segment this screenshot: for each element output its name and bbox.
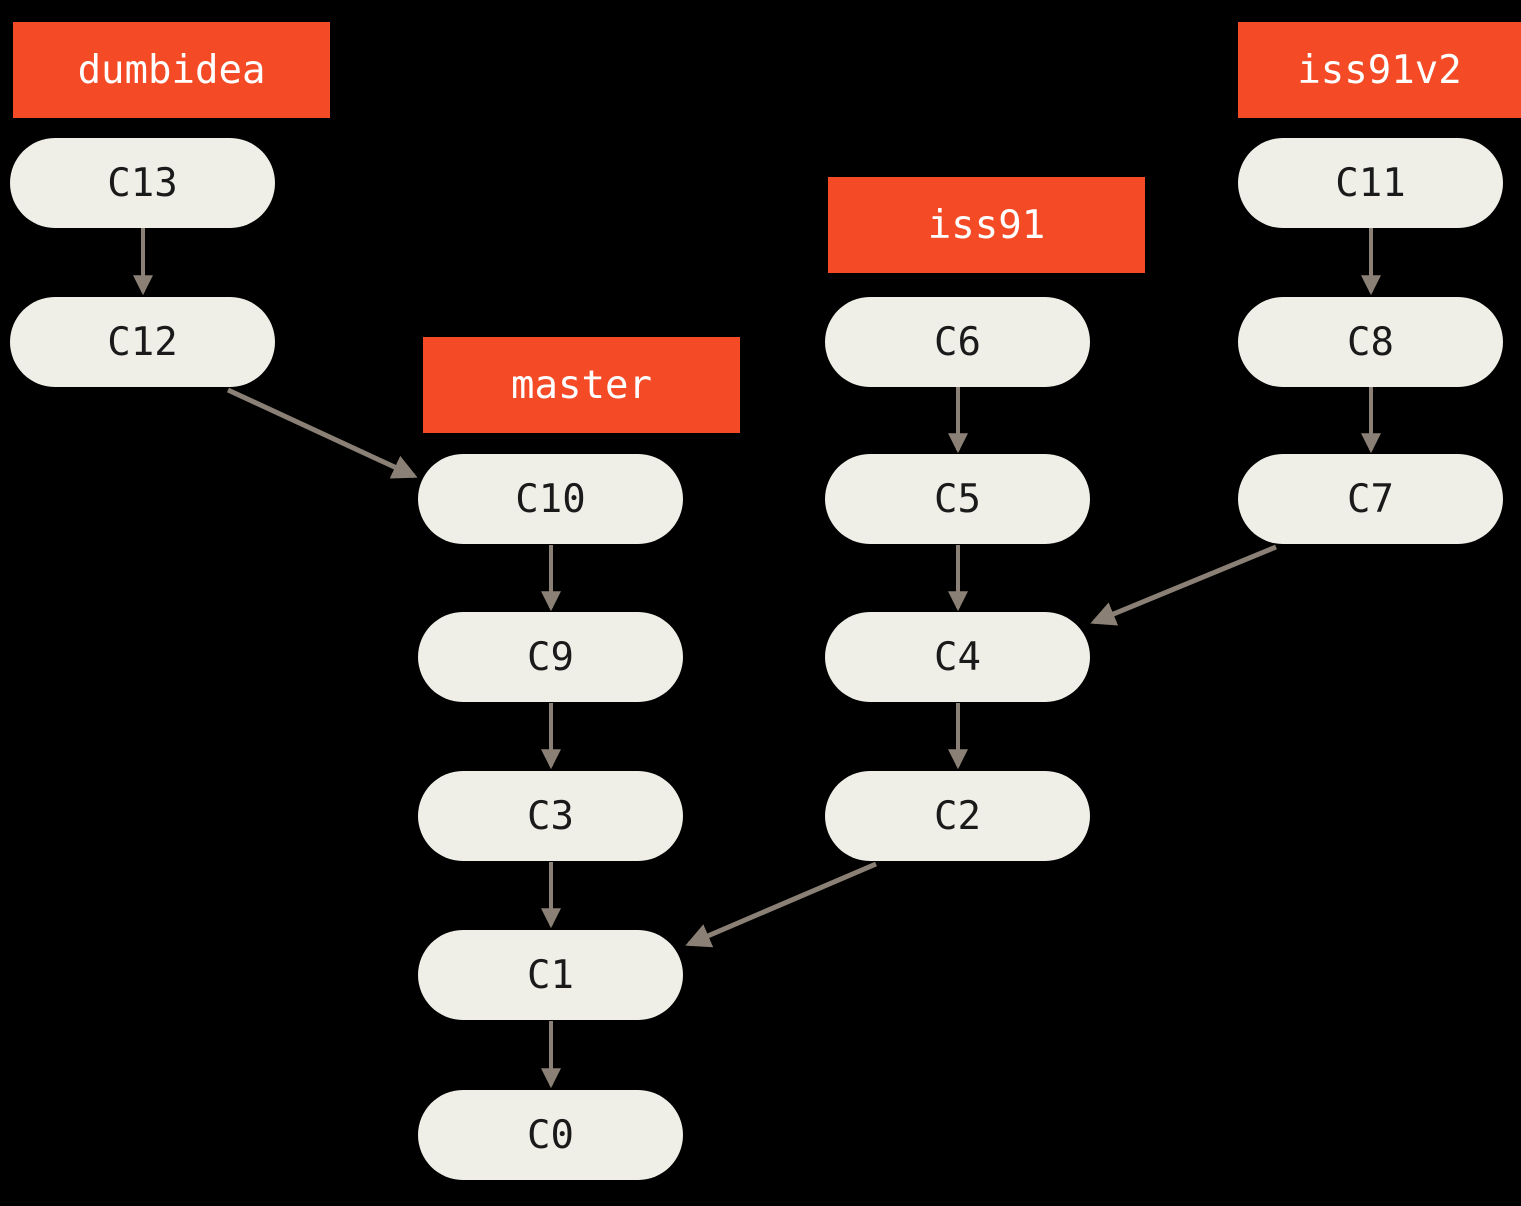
- commit-node-c2[interactable]: C2: [825, 771, 1090, 861]
- commit-label: C6: [934, 319, 981, 365]
- commit-node-c10[interactable]: C10: [418, 454, 683, 544]
- commit-label: C0: [527, 1112, 574, 1158]
- commit-label: C11: [1335, 160, 1406, 206]
- branch-label-iss91[interactable]: iss91: [828, 177, 1145, 273]
- commit-node-c4[interactable]: C4: [825, 612, 1090, 702]
- edge-c2-to-c1: [685, 861, 877, 948]
- commit-label: C12: [107, 319, 178, 365]
- commit-node-c1[interactable]: C1: [418, 930, 683, 1020]
- edge-c7-to-c4: [1090, 544, 1277, 626]
- branch-label-text: iss91: [927, 202, 1046, 248]
- commit-node-c9[interactable]: C9: [418, 612, 683, 702]
- branch-label-dumbidea[interactable]: dumbidea: [13, 22, 330, 118]
- commit-label: C10: [515, 476, 586, 522]
- commit-label: C3: [527, 793, 574, 839]
- commit-node-c5[interactable]: C5: [825, 454, 1090, 544]
- edge-c12-to-c10: [226, 387, 418, 479]
- commit-node-c6[interactable]: C6: [825, 297, 1090, 387]
- commit-node-c7[interactable]: C7: [1238, 454, 1503, 544]
- commit-node-c0[interactable]: C0: [418, 1090, 683, 1180]
- commit-label: C2: [934, 793, 981, 839]
- commit-node-c3[interactable]: C3: [418, 771, 683, 861]
- branch-label-text: dumbidea: [77, 47, 266, 93]
- branch-label-text: iss91v2: [1297, 47, 1462, 93]
- commit-label: C1: [527, 952, 574, 998]
- edge-group: [133, 228, 1381, 1089]
- commit-label: C7: [1347, 476, 1394, 522]
- commit-node-c13[interactable]: C13: [10, 138, 275, 228]
- commit-label: C8: [1347, 319, 1394, 365]
- branch-label-iss91v2[interactable]: iss91v2: [1238, 22, 1521, 118]
- commit-node-c12[interactable]: C12: [10, 297, 275, 387]
- commit-label: C9: [527, 634, 574, 680]
- commit-label: C13: [107, 160, 178, 206]
- branch-label-master[interactable]: master: [423, 337, 740, 433]
- commit-label: C5: [934, 476, 981, 522]
- commit-node-c8[interactable]: C8: [1238, 297, 1503, 387]
- branch-label-text: master: [511, 362, 652, 408]
- commit-node-c11[interactable]: C11: [1238, 138, 1503, 228]
- commit-label: C4: [934, 634, 981, 680]
